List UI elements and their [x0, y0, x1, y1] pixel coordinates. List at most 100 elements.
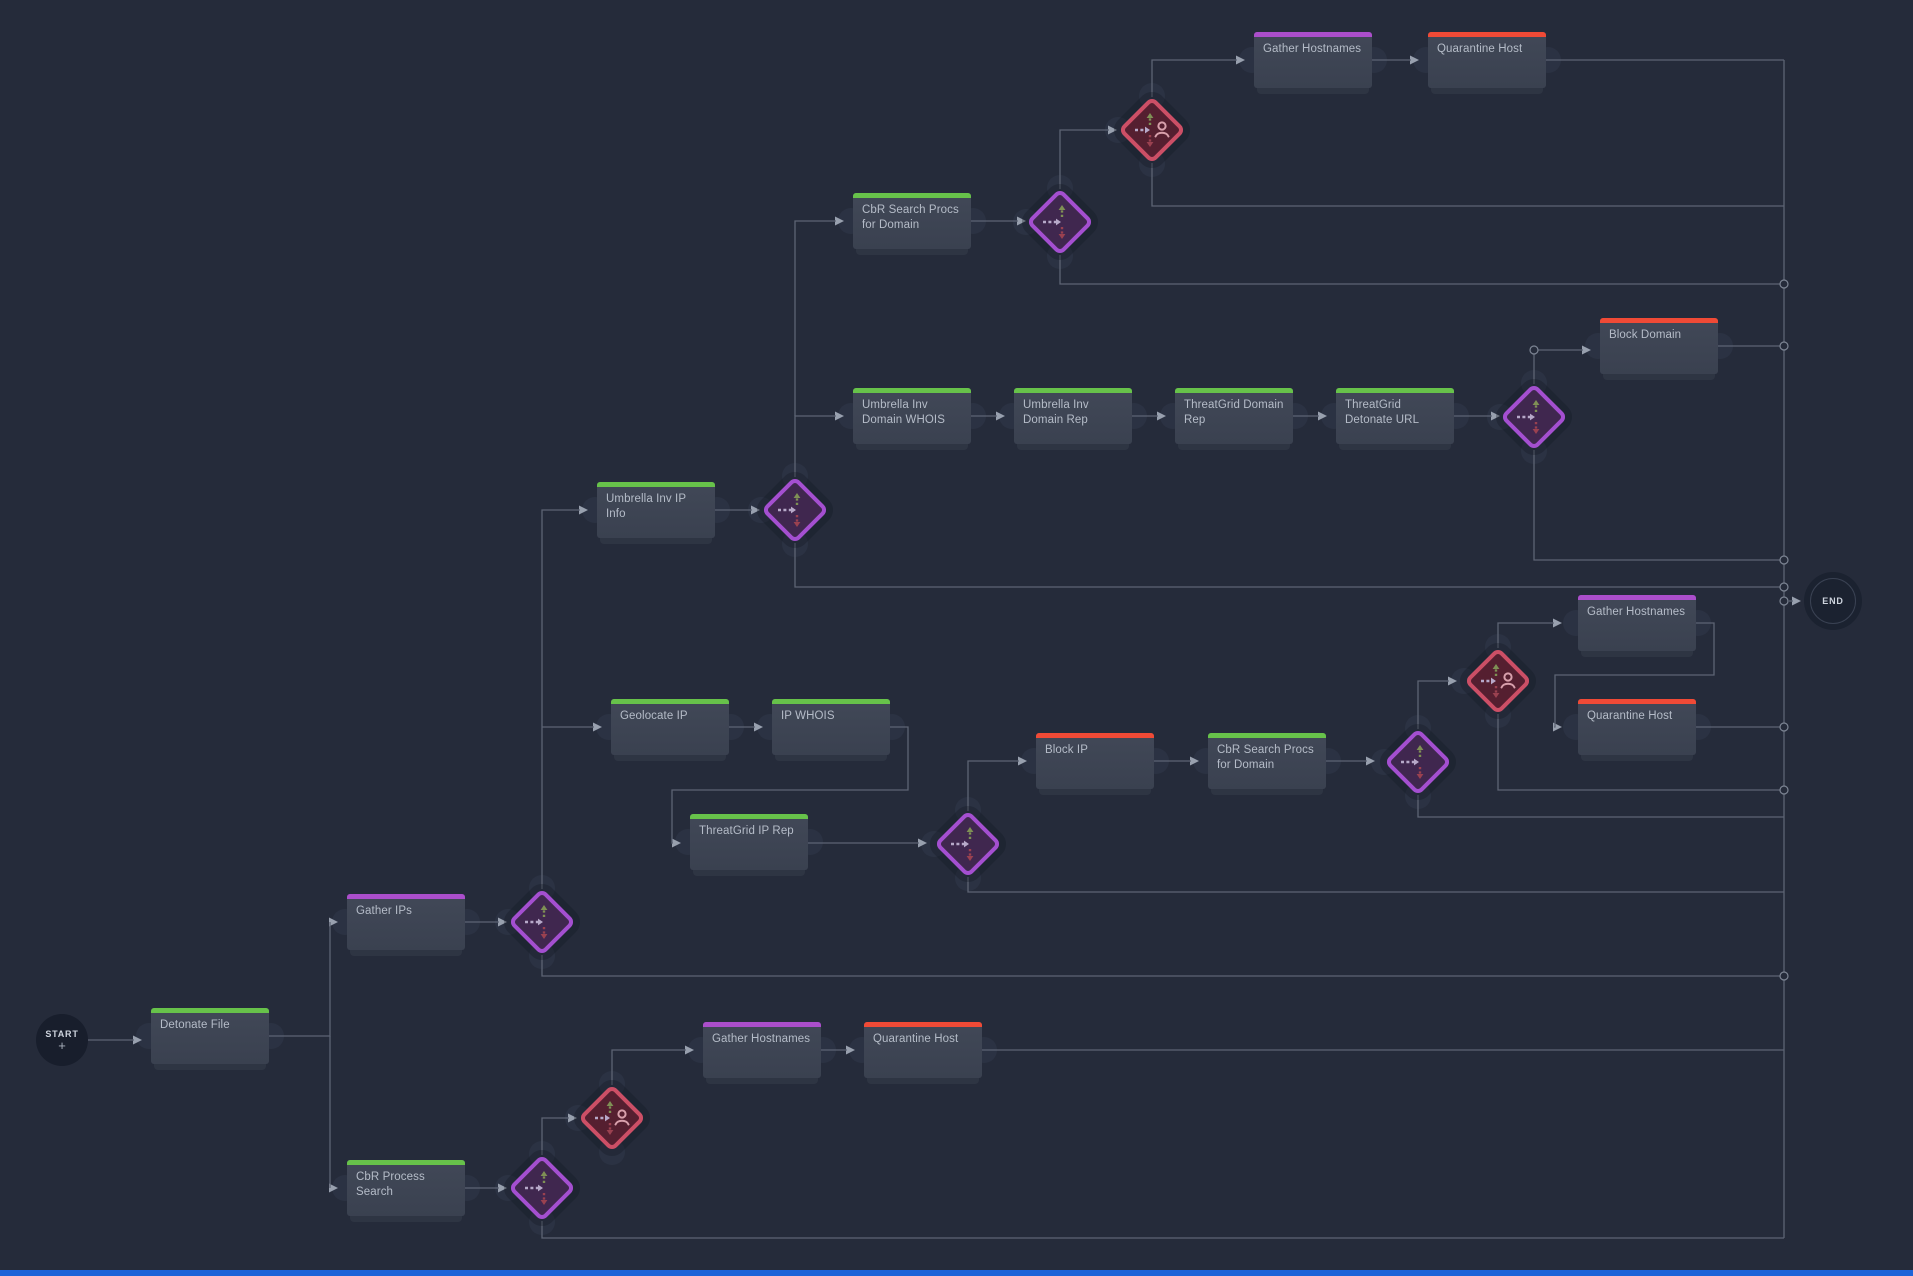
status-bar: [611, 699, 729, 704]
arrowhead-icon: [685, 1045, 694, 1055]
node-gather-ips[interactable]: Gather IPs: [347, 894, 465, 956]
status-bar: [853, 388, 971, 393]
connector-line: [1151, 59, 1237, 97]
approval-diamond-approval-bottom[interactable]: [578, 1084, 646, 1152]
arrowhead-icon: [754, 722, 763, 732]
node-umbrella-inv-domain-whois[interactable]: Umbrella Inv Domain WHOIS: [853, 388, 971, 450]
connector-line: [541, 1221, 1784, 1239]
node-ip-whois[interactable]: IP WHOIS: [772, 699, 890, 761]
connector-line: [967, 760, 1019, 811]
arrowhead-icon: [918, 838, 927, 848]
connector-line: [794, 543, 1784, 588]
connector-line: [1554, 622, 1715, 728]
branch-arrows-icon: [1481, 664, 1516, 698]
node-label: Block Domain: [1609, 329, 1682, 341]
node-threatgrid-detonate-url[interactable]: ThreatGrid Detonate URL: [1336, 388, 1454, 450]
arrowhead-icon: [1318, 411, 1327, 421]
node-gather-hostnames-top[interactable]: Gather Hostnames: [1254, 32, 1372, 94]
node-cbr-search-procs-mid[interactable]: CbR Search Procs for Domain: [1208, 733, 1326, 795]
end-node[interactable]: END: [1804, 572, 1862, 630]
junction-dot: [1779, 971, 1789, 981]
node-label: Quarantine Host: [873, 1033, 959, 1045]
branch-arrows-icon: [1401, 745, 1424, 779]
arrowhead-icon: [568, 1113, 577, 1123]
condition-diamond-cond-after-detonate-url[interactable]: [1500, 383, 1568, 451]
condition-diamond-cond-after-cbr-top[interactable]: [1026, 188, 1094, 256]
connector-line: [541, 955, 1784, 977]
node-gather-hostnames-bottom[interactable]: Gather Hostnames: [703, 1022, 821, 1084]
junction-dot: [1779, 279, 1789, 289]
approval-diamond-approval-top[interactable]: [1118, 96, 1186, 164]
connector-line: [1417, 680, 1449, 729]
person-icon: [1154, 121, 1170, 138]
arrowhead-icon: [1582, 345, 1591, 355]
node-quarantine-host-bottom[interactable]: Quarantine Host: [864, 1022, 982, 1084]
node-label: Detonate File: [160, 1019, 230, 1031]
node-cbr-process-search[interactable]: CbR Process Search: [347, 1160, 465, 1222]
junction-dot: [1779, 555, 1789, 565]
node-block-domain[interactable]: Block Domain: [1600, 318, 1718, 380]
diamond-glyphs: [1132, 110, 1172, 150]
status-bar: [1014, 388, 1132, 393]
arrowhead-icon: [498, 917, 507, 927]
branch-arrows-icon: [1517, 400, 1540, 434]
diamond-glyphs: [1514, 397, 1554, 437]
arrowhead-icon: [329, 1183, 338, 1193]
connector-line: [1059, 255, 1784, 285]
status-bar: [1600, 318, 1718, 323]
node-cbr-search-procs-top[interactable]: CbR Search Procs for Domain: [853, 193, 971, 255]
node-threatgrid-domain-rep[interactable]: ThreatGrid Domain Rep: [1175, 388, 1293, 450]
condition-diamond-cond-after-cbr-mid[interactable]: [1384, 728, 1452, 796]
connector-line: [967, 877, 1784, 893]
node-detonate-file[interactable]: Detonate File: [151, 1008, 269, 1070]
bottom-accent-bar: [0, 1270, 1913, 1276]
connector-line: [671, 726, 909, 844]
connector-line: [794, 220, 836, 416]
connector-line: [1533, 450, 1784, 561]
status-bar: [703, 1022, 821, 1027]
node-label: CbR Search Procs for Domain: [1217, 744, 1314, 771]
node-label: Quarantine Host: [1587, 710, 1673, 722]
condition-diamond-cond-after-cbr-process[interactable]: [508, 1154, 576, 1222]
node-geolocate-ip[interactable]: Geolocate IP: [611, 699, 729, 761]
node-label: ThreatGrid Detonate URL: [1345, 399, 1420, 426]
diamond-glyphs: [775, 490, 815, 530]
approval-diamond-approval-right[interactable]: [1464, 647, 1532, 715]
node-label: ThreatGrid IP Rep: [699, 825, 794, 837]
condition-diamond-cond-after-umbrella-info[interactable]: [761, 476, 829, 544]
arrowhead-icon: [1108, 125, 1117, 135]
arrowhead-icon: [1410, 55, 1419, 65]
status-bar: [853, 193, 971, 198]
arrowhead-icon: [593, 722, 602, 732]
node-quarantine-host-right[interactable]: Quarantine Host: [1578, 699, 1696, 761]
arrowhead-icon: [835, 216, 844, 226]
branch-arrows-icon: [1043, 205, 1066, 239]
arrowhead-icon: [329, 917, 338, 927]
status-bar: [1336, 388, 1454, 393]
start-node[interactable]: START +: [36, 1014, 88, 1066]
condition-diamond-cond-after-tg-ip-rep[interactable]: [934, 810, 1002, 878]
node-block-ip[interactable]: Block IP: [1036, 733, 1154, 795]
arrowhead-icon: [579, 505, 588, 515]
node-umbrella-inv-domain-rep[interactable]: Umbrella Inv Domain Rep: [1014, 388, 1132, 450]
status-bar: [1036, 733, 1154, 738]
arrowhead-icon: [1157, 411, 1166, 421]
arrowhead-icon: [133, 1035, 142, 1045]
node-label: Block IP: [1045, 744, 1088, 756]
node-quarantine-host-top[interactable]: Quarantine Host: [1428, 32, 1546, 94]
node-label: Gather Hostnames: [712, 1033, 811, 1045]
status-bar: [1208, 733, 1326, 738]
status-bar: [1175, 388, 1293, 393]
condition-diamond-cond-after-gather-ips[interactable]: [508, 888, 576, 956]
arrowhead-icon: [751, 505, 760, 515]
connector-line: [541, 1117, 569, 1155]
diamond-glyphs: [948, 824, 988, 864]
connector-line: [1417, 795, 1784, 818]
node-gather-hostnames-right[interactable]: Gather Hostnames: [1578, 595, 1696, 657]
junction-dot: [1779, 785, 1789, 795]
node-umbrella-inv-ip-info[interactable]: Umbrella Inv IP Info: [597, 482, 715, 544]
arrowhead-icon: [1491, 411, 1500, 421]
node-label: Umbrella Inv Domain Rep: [1023, 399, 1089, 426]
node-threatgrid-ip-rep[interactable]: ThreatGrid IP Rep: [690, 814, 808, 876]
